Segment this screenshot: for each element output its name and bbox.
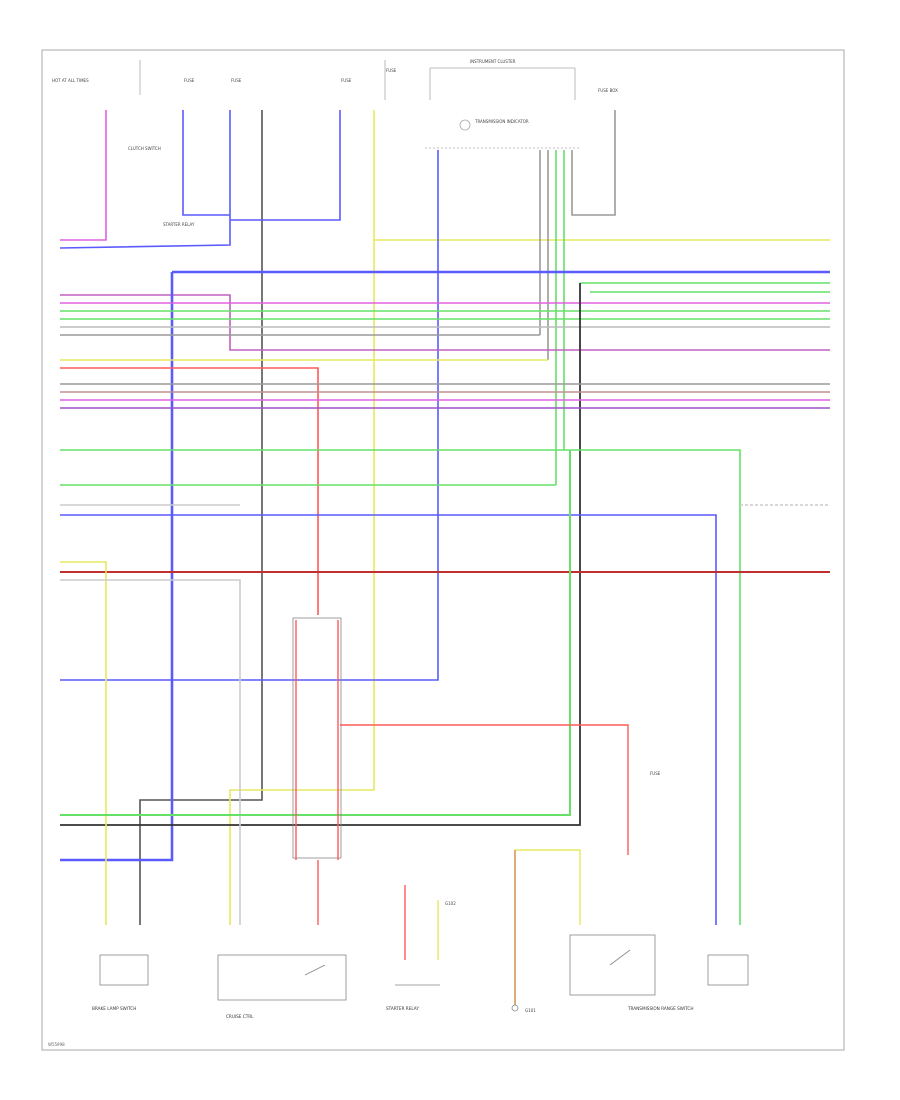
diagram-tag: W55998 bbox=[48, 1042, 65, 1047]
label-indicator: TRANSMISSION INDICATOR bbox=[474, 119, 529, 124]
ground-1: G101 bbox=[525, 1008, 536, 1013]
label-fuse-b: FUSE bbox=[231, 78, 242, 83]
top-header bbox=[139, 60, 580, 149]
label-fuse-e: FUSE bbox=[650, 771, 661, 776]
caption-bottom-3: STARTER RELAY bbox=[386, 1006, 419, 1011]
caption-bottom-4: TRANSMISSION RANGE SWITCH bbox=[627, 1006, 694, 1011]
label-clutch: CLUTCH SWITCH bbox=[128, 146, 161, 151]
caption-bottom-2: CRUISE CTRL bbox=[226, 1014, 254, 1019]
label-fuse-a: FUSE bbox=[184, 78, 195, 83]
label-fuse-box: FUSE BOX bbox=[598, 88, 618, 93]
caption-bottom-1: BRAKE LAMP SWITCH bbox=[92, 1006, 136, 1011]
label-hot-batt: HOT AT ALL TIMES bbox=[52, 78, 89, 83]
ground-2: G102 bbox=[445, 901, 456, 906]
harness-wires bbox=[60, 270, 830, 925]
bottom-components bbox=[99, 885, 749, 1012]
label-fuse-c: FUSE bbox=[341, 78, 352, 83]
label-relay: STARTER RELAY bbox=[163, 222, 195, 227]
feeder-wires bbox=[59, 110, 830, 925]
label-instrument: INSTRUMENT CLUSTER bbox=[470, 59, 516, 64]
starter-relay-block bbox=[292, 617, 629, 1005]
diagram-frame bbox=[41, 49, 845, 1051]
label-fuse-d: FUSE bbox=[386, 68, 397, 73]
